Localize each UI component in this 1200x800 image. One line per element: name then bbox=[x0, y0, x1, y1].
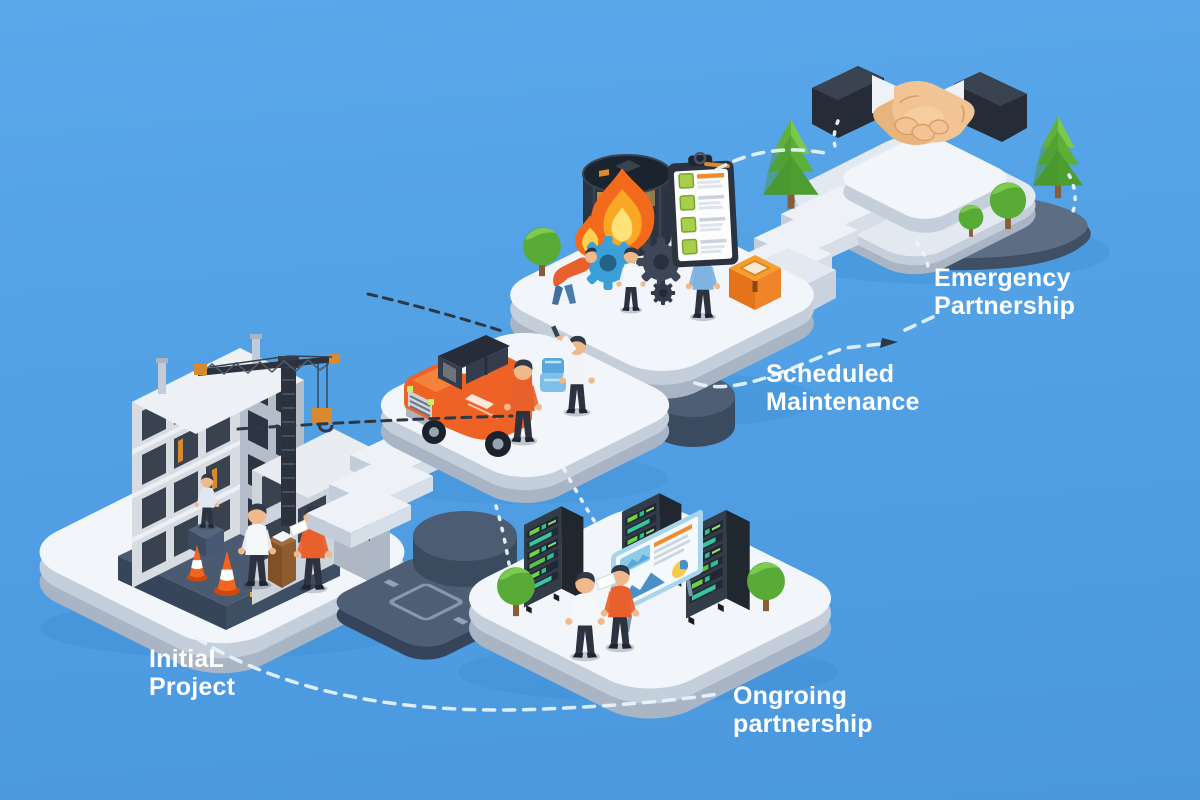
steps-cylinder bbox=[413, 511, 517, 587]
dotted-trail bbox=[832, 119, 840, 154]
podium-icon bbox=[268, 531, 296, 588]
dashed-connector-dark bbox=[236, 414, 514, 431]
stage-scheduled-maintenance bbox=[307, 325, 670, 587]
arrow-head bbox=[880, 338, 898, 348]
label-line: Maintenance bbox=[766, 388, 920, 416]
dotted-trail bbox=[547, 436, 600, 529]
label-line: Scheduled bbox=[766, 360, 895, 388]
crane-icon bbox=[194, 354, 340, 526]
label-line: Ongroing bbox=[733, 682, 848, 710]
handshake-icon bbox=[812, 66, 1027, 146]
dashed-connector-light bbox=[194, 636, 720, 712]
document bbox=[595, 572, 617, 591]
label-line: InitiaL bbox=[149, 645, 225, 673]
person-pushing-gear bbox=[552, 247, 597, 305]
stage-initial-project bbox=[39, 334, 410, 674]
connector-paths bbox=[194, 119, 1077, 712]
document bbox=[289, 519, 309, 537]
label-initial-project: InitiaL Project bbox=[149, 645, 235, 701]
label-emergency-partnership: Emergency Partnership bbox=[934, 264, 1075, 320]
gear-icon bbox=[650, 280, 676, 306]
stage-emergency-response bbox=[510, 151, 818, 447]
dashed-connector-light bbox=[693, 342, 882, 389]
supply-boxes-icon bbox=[540, 358, 566, 392]
presentation-board-icon bbox=[611, 510, 703, 633]
label-scheduled-maintenance: Scheduled Maintenance bbox=[766, 360, 920, 416]
label-ongoing-partnership: Ongroing partnership bbox=[733, 682, 873, 738]
pine-tree-icon bbox=[1032, 116, 1084, 199]
checklist-clipboard-icon bbox=[667, 151, 739, 268]
fire-icon bbox=[590, 168, 655, 256]
dashed-connector-light bbox=[714, 148, 832, 172]
dashed-connector-light bbox=[903, 315, 935, 332]
stage-ongoing-partnership bbox=[458, 493, 838, 719]
dotted-trail bbox=[915, 241, 930, 269]
dashed-connector-dark bbox=[366, 292, 504, 333]
person-waving bbox=[551, 325, 595, 417]
toolbox-icon bbox=[729, 255, 781, 310]
label-line: Partnership bbox=[934, 292, 1076, 320]
dotted-trail bbox=[1067, 173, 1077, 216]
label-line: Emergency bbox=[934, 264, 1071, 292]
label-line: partnership bbox=[733, 710, 873, 738]
label-line: Project bbox=[149, 673, 236, 701]
